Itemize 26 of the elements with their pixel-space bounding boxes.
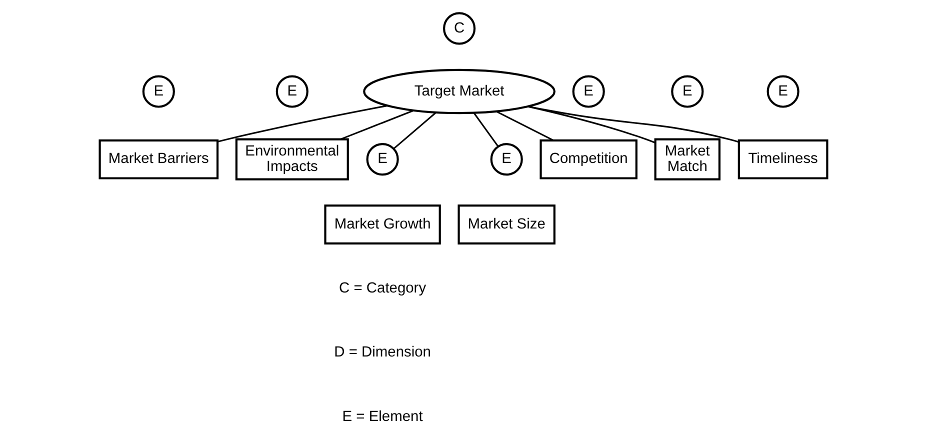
connector — [496, 110, 554, 141]
label: D = Dimension — [334, 344, 431, 360]
connector — [473, 112, 499, 146]
node-circle: E — [572, 74, 605, 108]
connector — [393, 112, 436, 149]
label: C = Category — [339, 280, 426, 296]
connector — [528, 105, 739, 142]
node-circle: E — [276, 74, 308, 108]
connector — [340, 109, 414, 140]
node-circle: E — [766, 74, 800, 108]
node-circle: E — [366, 142, 399, 176]
node-ellipse: Target Market — [363, 68, 556, 114]
node-circle: E — [671, 74, 704, 108]
node-circle: E — [142, 74, 175, 108]
connector — [218, 104, 388, 142]
connector — [528, 105, 656, 143]
node-circle: E — [490, 142, 523, 176]
node-box: Competition — [540, 138, 638, 179]
node-box: Environmental Impacts — [235, 138, 349, 180]
node-box: Market Growth — [324, 204, 441, 244]
node-box: Market Size — [458, 204, 556, 244]
node-circle: C — [443, 12, 476, 44]
node-box: Market Match — [654, 138, 721, 180]
node-box: Market Barriers — [98, 138, 219, 179]
label: E = Element — [342, 408, 423, 424]
node-box: Timeliness — [738, 138, 828, 179]
